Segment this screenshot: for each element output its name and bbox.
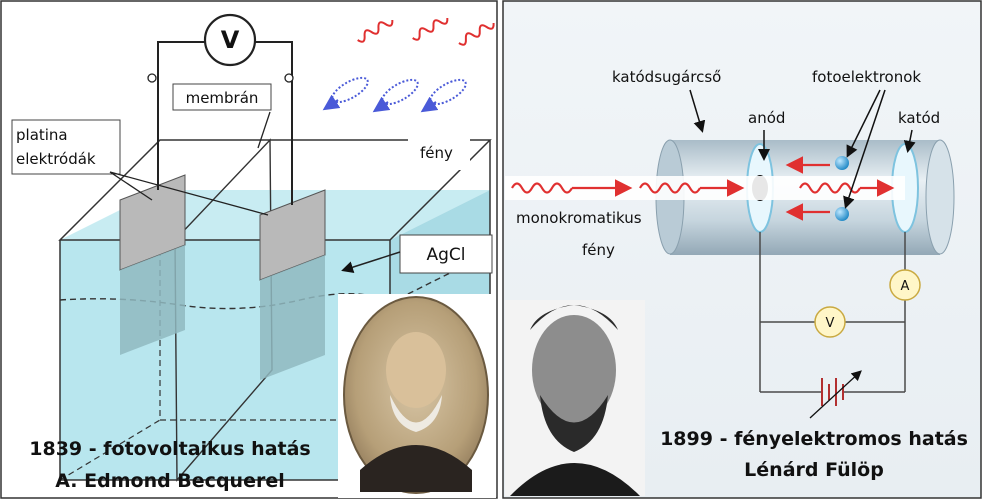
battery-icon: [821, 378, 844, 406]
membrane-pointer: [257, 111, 271, 149]
mono-wave-1: [511, 182, 573, 194]
membrane-label: membrán: [186, 89, 259, 107]
terminal-right: [284, 73, 294, 83]
cathode-pointer: [903, 129, 916, 153]
voltmeter-symbol: V: [221, 26, 240, 54]
agcl-label: AgCl: [426, 245, 465, 265]
light-label-box: [408, 138, 470, 170]
portrait-lenard-beard: [540, 395, 608, 452]
anode-label: anód: [748, 109, 785, 127]
light-label: fény: [420, 144, 453, 162]
electrodes-label-line2: elektródák: [16, 150, 96, 168]
electrode-left-submerged: [120, 245, 185, 355]
mono-wave-2: [639, 182, 701, 194]
photoelectron-bottom: [835, 207, 849, 221]
agcl-pointer: [341, 251, 401, 273]
right-caption-line1: 1899 - fényelektromos hatás: [660, 428, 968, 450]
electrodes-pointer-1: [109, 171, 153, 201]
circuit-wires: [759, 232, 906, 393]
cathode-label: katód: [898, 109, 940, 127]
voltmeter-circuit-icon: [814, 306, 846, 338]
mono-wave-3: [799, 182, 861, 194]
portrait-lenard-face: [532, 315, 616, 425]
tube-pointer: [689, 89, 706, 133]
voltmeter-icon: [203, 13, 257, 67]
variable-battery-arrow: [809, 370, 862, 419]
portrait-lenard-hair: [530, 305, 618, 330]
left-panel: V membrán platina elektródák fény AgCl: [0, 0, 498, 499]
electrodes-label-box: [11, 119, 121, 175]
portrait-becquerel-coat: [360, 445, 472, 492]
mono-light-label-line2: fény: [582, 241, 615, 259]
photoelectrons-label: fotoelektronok: [812, 68, 921, 86]
voltmeter-circuit-symbol: V: [826, 316, 835, 331]
photoelectron-top: [835, 156, 849, 170]
right-caption-line2: Lénárd Fülöp: [744, 459, 884, 481]
ammeter-symbol: A: [901, 279, 910, 294]
portrait-becquerel-beard: [390, 395, 442, 432]
left-caption-line1: 1839 - fotovoltaikus hatás: [29, 438, 310, 460]
portrait-becquerel-face: [386, 332, 446, 408]
left-caption-line2: A. Edmond Becquerel: [55, 470, 284, 492]
mono-light-label-line1: monokromatikus: [516, 209, 642, 227]
membrane-label-box: [172, 83, 272, 111]
photoelectrons-pointer-2: [843, 89, 886, 209]
wire-right: [255, 41, 293, 205]
portrait-lenard-coat: [510, 463, 640, 496]
electrodes-label-line1: platina: [16, 126, 68, 144]
electrode-right-submerged: [260, 255, 325, 380]
photoelectrons-pointer-1: [846, 89, 881, 158]
tube-right-end: [925, 139, 955, 255]
water-front: [60, 240, 390, 480]
wire-left: [157, 41, 205, 190]
ammeter-icon: [889, 269, 921, 301]
tube-label: katódsugárcső: [612, 68, 721, 86]
electrodes-pointer-2: [109, 171, 269, 216]
agcl-label-box: [399, 234, 493, 274]
right-panel: katódsugárcső anód fotoelektronok katód …: [502, 0, 982, 499]
terminal-left: [147, 73, 157, 83]
